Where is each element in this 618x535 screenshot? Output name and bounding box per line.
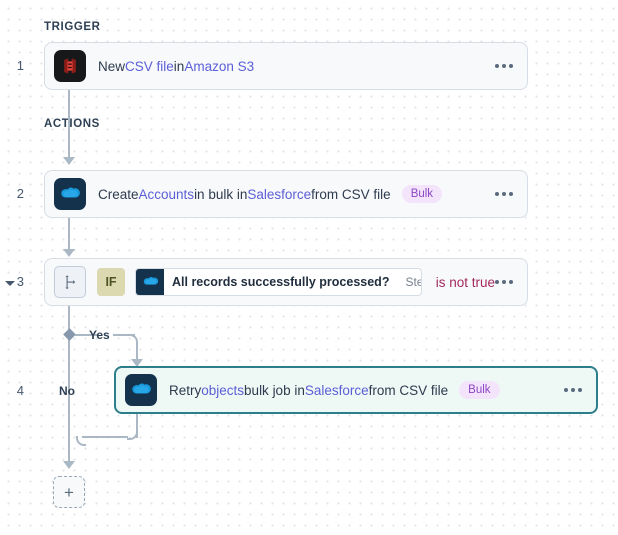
condition-pill[interactable]: All records successfully processed? Step… — [135, 268, 422, 296]
connector-arrow-step2 — [63, 157, 75, 165]
step-number-1: 1 — [16, 58, 24, 73]
step-1-more-options-button[interactable] — [495, 64, 513, 68]
connector-yes-horizontal-b — [113, 334, 135, 336]
connector-loop-corner-right — [127, 429, 138, 440]
workflow-step-card-3[interactable]: IF All records successfully processed? S… — [44, 258, 528, 306]
text-part: Create — [98, 186, 139, 202]
connector-step1-to-step2 — [68, 89, 70, 135]
connector-step2-to-step3 — [68, 217, 70, 251]
step-4-description: Retry objects bulk job in Salesforce fro… — [169, 381, 500, 399]
branch-label-no: No — [59, 384, 75, 398]
text-part: bulk job in — [244, 382, 305, 398]
text-part: in — [173, 58, 185, 74]
workflow-step-card-2[interactable]: Create Accounts in bulk in Salesforce fr… — [44, 170, 528, 218]
branch-icon[interactable] — [54, 266, 86, 298]
step-4-more-options-button[interactable] — [564, 388, 582, 392]
salesforce-icon — [136, 269, 164, 295]
salesforce-icon — [125, 374, 157, 406]
step-1-description: New CSV file in Amazon S3 — [98, 59, 254, 74]
add-step-button[interactable]: + — [53, 476, 85, 508]
text-part: from CSV file — [368, 382, 449, 398]
connector-arrow-step3 — [63, 249, 75, 257]
connector-arrow-add — [63, 461, 75, 469]
text-link-csv-file[interactable]: CSV file — [125, 58, 174, 74]
text-link-accounts[interactable]: Accounts — [138, 186, 195, 202]
branch-node-yes — [62, 328, 76, 341]
step-3-more-options-button[interactable] — [495, 280, 513, 284]
connector-loop-horizontal — [82, 436, 128, 438]
step-2-description: Create Accounts in bulk in Salesforce fr… — [98, 185, 443, 203]
step-number-4: 4 — [16, 383, 24, 398]
connector-arrow-step4 — [131, 359, 143, 367]
section-label-trigger: TRIGGER — [44, 21, 101, 33]
workflow-step-card-4[interactable]: Retry objects bulk job in Salesforce fro… — [114, 366, 598, 414]
text-part: New — [98, 58, 126, 74]
connector-step4-down — [136, 414, 138, 438]
connector-yes-corner — [127, 334, 138, 345]
connector-loop-corner-left — [76, 436, 86, 446]
condition-label: All records successfully processed? — [172, 275, 390, 289]
text-link-objects[interactable]: objects — [201, 382, 245, 398]
workflow-step-card-1[interactable]: New CSV file in Amazon S3 — [44, 42, 528, 90]
text-link-amazon-s3[interactable]: Amazon S3 — [184, 58, 255, 74]
condition-operator: is not true — [435, 274, 495, 290]
plus-icon: + — [64, 482, 74, 502]
condition-step-reference: Step 2 — [405, 275, 420, 289]
salesforce-icon — [54, 178, 86, 210]
badge-if: IF — [97, 268, 125, 296]
step-number-3: 3 — [16, 274, 24, 289]
connector-actions-vertical — [68, 135, 70, 161]
text-part: in bulk in — [194, 186, 248, 202]
step-2-more-options-button[interactable] — [495, 192, 513, 196]
section-label-actions: ACTIONS — [44, 118, 100, 130]
connector-yes-horizontal-a — [75, 334, 97, 336]
badge-bulk: Bulk — [459, 381, 500, 399]
text-link-salesforce[interactable]: Salesforce — [247, 186, 312, 202]
step-number-2: 2 — [16, 186, 24, 201]
chevron-down-icon[interactable] — [5, 281, 15, 286]
amazon-s3-icon — [54, 50, 86, 82]
text-part: Retry — [169, 382, 202, 398]
text-link-salesforce[interactable]: Salesforce — [304, 382, 369, 398]
connector-yes-vertical — [136, 343, 138, 361]
connector-no-branch-vertical — [68, 306, 70, 463]
branch-label-yes: Yes — [89, 328, 110, 342]
badge-bulk: Bulk — [401, 185, 443, 203]
text-part: from CSV file — [311, 186, 391, 202]
